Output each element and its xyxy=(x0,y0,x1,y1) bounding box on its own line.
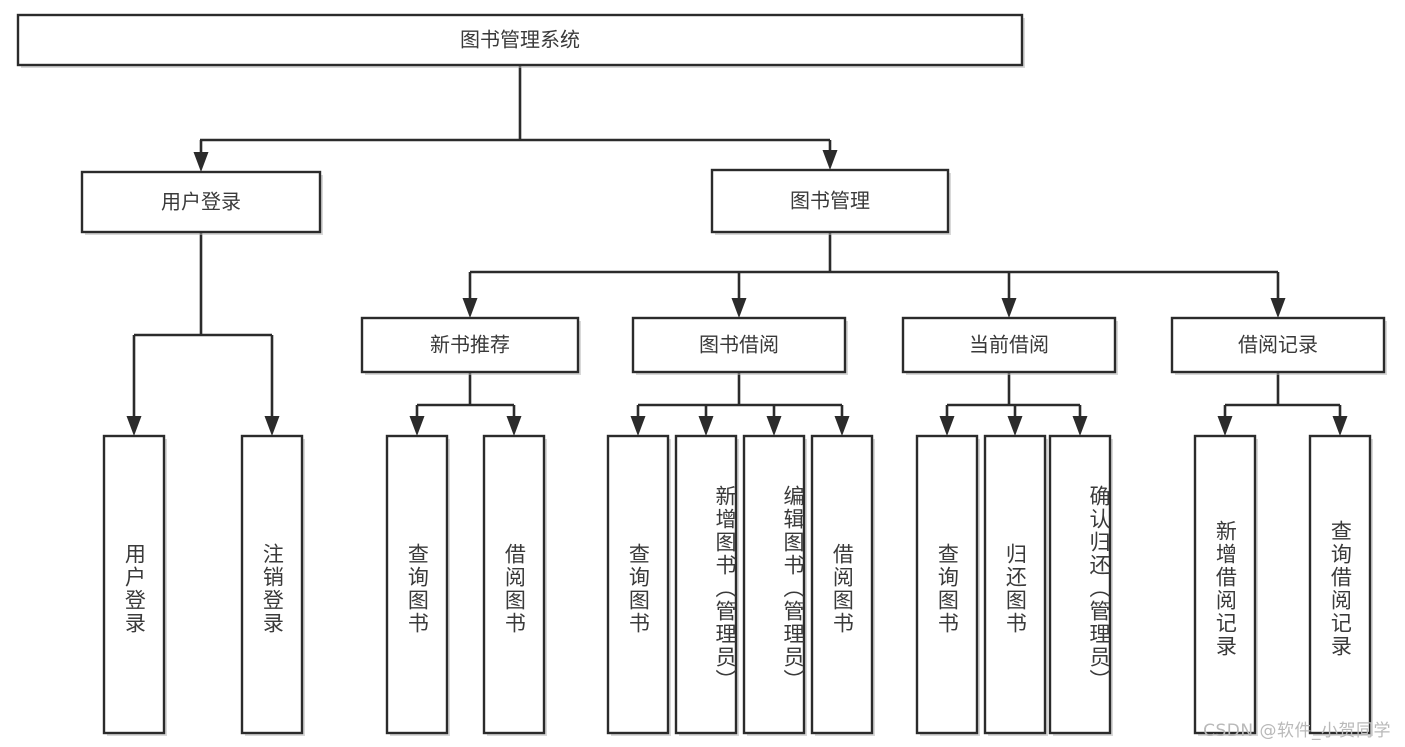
node-leaf-user-login[interactable] xyxy=(102,434,166,735)
arrow-to-leaf-borrow-book xyxy=(834,405,850,436)
node-label-borrow-record: 借阅记录 xyxy=(1238,333,1318,357)
node-borrow-record[interactable] xyxy=(1170,316,1386,374)
connectors-layer xyxy=(126,65,1348,436)
node-label-book-manage: 图书管理 xyxy=(790,189,870,213)
arrow-book-manage-to-book-borrow xyxy=(731,272,747,318)
node-current-borrow[interactable] xyxy=(901,316,1117,374)
node-label-root: 图书管理系统 xyxy=(460,28,580,52)
connector-bus-borrow-record xyxy=(1225,372,1340,407)
arrow-book-manage-to-borrow-record xyxy=(1270,272,1286,318)
node-leaf-logout[interactable] xyxy=(240,434,304,735)
node-leaf-borrow-book-rec[interactable] xyxy=(482,434,546,735)
node-leaf-confirm-return[interactable] xyxy=(1048,434,1112,735)
connector-bus-current-borrow xyxy=(947,372,1080,407)
arrow-to-leaf-confirm-return xyxy=(1072,405,1088,436)
node-new-book-rec[interactable] xyxy=(360,316,580,374)
arrow-to-leaf-query-book-rec xyxy=(409,405,425,436)
node-leaf-borrow-book[interactable] xyxy=(810,434,874,735)
connector-bus-user-login xyxy=(134,232,272,337)
node-label-book-borrow: 图书借阅 xyxy=(699,333,779,357)
node-leaf-query-book-cur[interactable] xyxy=(915,434,979,735)
arrow-to-leaf-return-book xyxy=(1007,405,1023,436)
node-book-borrow[interactable] xyxy=(631,316,847,374)
arrow-to-leaf-logout xyxy=(264,335,280,436)
arrow-book-manage-to-current-borrow xyxy=(1001,272,1017,318)
arrow-root-to-book-manage xyxy=(822,140,838,170)
node-leaf-query-book-rec[interactable] xyxy=(385,434,449,735)
connector-bus-book-borrow xyxy=(638,372,842,407)
arrow-to-leaf-edit-book xyxy=(766,405,782,436)
node-leaf-return-book[interactable] xyxy=(983,434,1047,735)
arrow-to-leaf-add-record xyxy=(1217,405,1233,436)
arrow-root-to-user-login xyxy=(193,140,209,172)
arrow-to-leaf-query-book-cur xyxy=(939,405,955,436)
node-leaf-query-book-borrow[interactable] xyxy=(606,434,670,735)
node-label-current-borrow: 当前借阅 xyxy=(969,333,1049,357)
node-root[interactable] xyxy=(16,13,1024,67)
connector-bus-root xyxy=(200,65,830,142)
node-label-new-book-rec: 新书推荐 xyxy=(430,333,510,357)
watermark: CSDN @软件_小贺同学 xyxy=(1203,721,1391,741)
arrow-to-leaf-borrow-book-rec xyxy=(506,405,522,436)
connector-bus-new-book-rec xyxy=(417,372,514,407)
node-leaf-edit-book[interactable] xyxy=(742,434,806,735)
node-leaf-add-record[interactable] xyxy=(1193,434,1257,735)
node-label-user-login: 用户登录 xyxy=(161,190,241,214)
node-user-login[interactable] xyxy=(80,170,322,234)
boxes-layer xyxy=(16,13,1387,736)
node-leaf-add-book[interactable] xyxy=(674,434,738,735)
arrow-to-leaf-add-book xyxy=(698,405,714,436)
connector-bus-book-manage xyxy=(470,232,1278,274)
arrow-to-leaf-query-record xyxy=(1332,405,1348,436)
node-book-manage[interactable] xyxy=(710,168,950,234)
node-leaf-query-record[interactable] xyxy=(1308,434,1372,735)
arrow-to-leaf-user-login xyxy=(126,335,142,436)
arrow-book-manage-to-new-book-rec xyxy=(462,272,478,318)
arrow-to-leaf-query-book-borrow xyxy=(630,405,646,436)
